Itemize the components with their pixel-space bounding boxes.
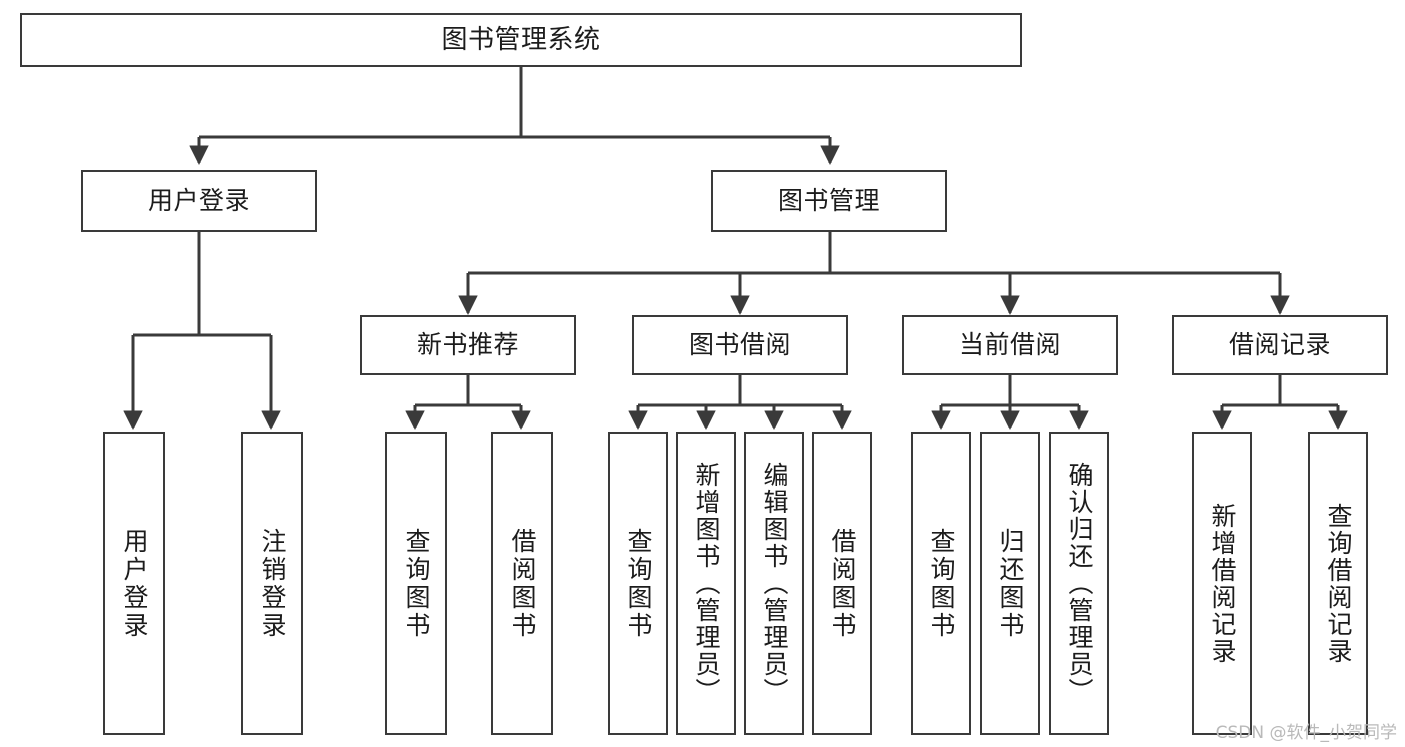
- node-current-borrow[interactable]: 当前借阅: [902, 315, 1118, 375]
- node-label: 借阅记录: [1228, 330, 1331, 360]
- leaf-current-borrow-return[interactable]: 归还图书: [980, 432, 1040, 735]
- leaf-borrow-book-edit[interactable]: 编辑图书（管理员）: [744, 432, 804, 735]
- leaf-borrow-record-add[interactable]: 新增借阅记录: [1192, 432, 1252, 735]
- node-book-management[interactable]: 图书管理: [711, 170, 947, 232]
- node-label: 查询图书: [624, 527, 653, 640]
- node-label: 注销登录: [258, 527, 287, 640]
- node-label: 图书管理: [777, 186, 880, 216]
- leaf-new-book-borrow[interactable]: 借阅图书: [491, 432, 553, 735]
- leaf-current-borrow-query[interactable]: 查询图书: [911, 432, 971, 735]
- leaf-borrow-book-borrow[interactable]: 借阅图书: [812, 432, 872, 735]
- node-label: 借阅图书: [508, 527, 537, 640]
- node-book-borrow[interactable]: 图书借阅: [632, 315, 848, 375]
- node-user-login[interactable]: 用户登录: [81, 170, 317, 232]
- node-label: 新增图书（管理员）: [692, 462, 721, 705]
- leaf-borrow-record-query[interactable]: 查询借阅记录: [1308, 432, 1368, 735]
- node-label: 查询图书: [927, 527, 956, 640]
- node-label: 用户登录: [120, 527, 149, 640]
- node-label: 新书推荐: [416, 330, 519, 360]
- leaf-new-book-query[interactable]: 查询图书: [385, 432, 447, 735]
- node-label: 编辑图书（管理员）: [760, 462, 789, 705]
- node-label: 用户登录: [147, 186, 250, 216]
- leaf-user-login-login[interactable]: 用户登录: [103, 432, 165, 735]
- node-label: 归还图书: [996, 527, 1025, 640]
- leaf-borrow-book-query[interactable]: 查询图书: [608, 432, 668, 735]
- node-label: 查询借阅记录: [1324, 502, 1353, 665]
- node-root-book-management-system[interactable]: 图书管理系统: [20, 13, 1022, 67]
- node-label: 借阅图书: [828, 527, 857, 640]
- leaf-current-borrow-confirm-return[interactable]: 确认归还（管理员）: [1049, 432, 1109, 735]
- leaf-borrow-book-add[interactable]: 新增图书（管理员）: [676, 432, 736, 735]
- csdn-watermark: CSDN @软件_小贺同学: [1215, 723, 1397, 743]
- node-label: 查询图书: [402, 527, 431, 640]
- node-label: 确认归还（管理员）: [1065, 462, 1094, 705]
- leaf-user-login-logout[interactable]: 注销登录: [241, 432, 303, 735]
- node-new-book-recommend[interactable]: 新书推荐: [360, 315, 576, 375]
- node-label: 图书借阅: [688, 330, 791, 360]
- node-label: 当前借阅: [958, 330, 1061, 360]
- node-label: 图书管理系统: [441, 24, 601, 55]
- node-borrow-record[interactable]: 借阅记录: [1172, 315, 1388, 375]
- node-label: 新增借阅记录: [1208, 502, 1237, 665]
